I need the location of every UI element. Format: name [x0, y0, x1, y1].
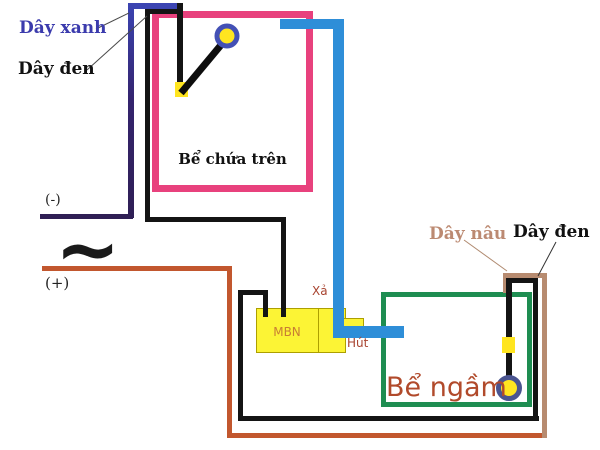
- pump-label: MBN: [273, 325, 301, 339]
- black-wire-top-label: Dây đen: [18, 59, 95, 79]
- upper-tank: [152, 11, 313, 192]
- pointer-line-black-wire-right: [537, 241, 557, 277]
- discharge-pipe-horizontal: [280, 19, 344, 29]
- black-wire-right-label: Dây đen: [513, 222, 590, 242]
- brown-wire-stub: [503, 273, 508, 293]
- upper-float-cable: [177, 3, 183, 88]
- blue-wire-label: Dây xanh: [19, 18, 107, 38]
- upper-tank-label: Bể chứa trên: [178, 150, 287, 168]
- positive-wire-vertical: [227, 266, 232, 438]
- pipe-vertical: [333, 19, 344, 338]
- pump-wire-loop-top: [238, 290, 268, 295]
- positive-terminal-label: (+): [45, 274, 70, 292]
- pump-box: [256, 308, 346, 353]
- black-wire-mid-horizontal: [145, 217, 286, 222]
- lower-tank-label: Bể ngầm: [386, 372, 507, 403]
- black-wire-top: [145, 9, 183, 14]
- blue-wire-to-negative: [40, 214, 133, 219]
- pump-wire-loop-left: [238, 290, 243, 421]
- lower-float-weight: [502, 337, 515, 353]
- brown-wire-vertical: [542, 273, 547, 438]
- brown-wire-label: Dây nâu: [429, 224, 507, 244]
- blue-wire-top: [128, 3, 183, 9]
- lower-tank: [381, 292, 532, 407]
- pointer-line-brown-wire: [463, 239, 508, 272]
- pump-wire-stub: [263, 295, 268, 317]
- suction-pipe-horizontal: [333, 326, 404, 338]
- black-wire-right-vertical: [533, 278, 538, 421]
- pump-divider: [318, 308, 319, 353]
- black-wire-right-top: [509, 278, 538, 283]
- suction-port-label: Hút: [347, 336, 369, 350]
- lower-float-cable: [506, 278, 512, 378]
- positive-wire-horizontal: [42, 266, 232, 271]
- ac-power-symbol: ~: [55, 205, 121, 295]
- upper-float-weight: [175, 82, 188, 97]
- blue-wire-vertical: [128, 3, 134, 218]
- brown-wire-top: [507, 273, 547, 278]
- black-wire-into-pump: [281, 217, 286, 317]
- black-wire-vertical: [145, 9, 150, 222]
- black-wire-bottom: [238, 416, 539, 421]
- discharge-port-label: Xả: [312, 284, 328, 298]
- positive-wire-bottom: [227, 433, 547, 438]
- negative-terminal-label: (-): [45, 192, 61, 208]
